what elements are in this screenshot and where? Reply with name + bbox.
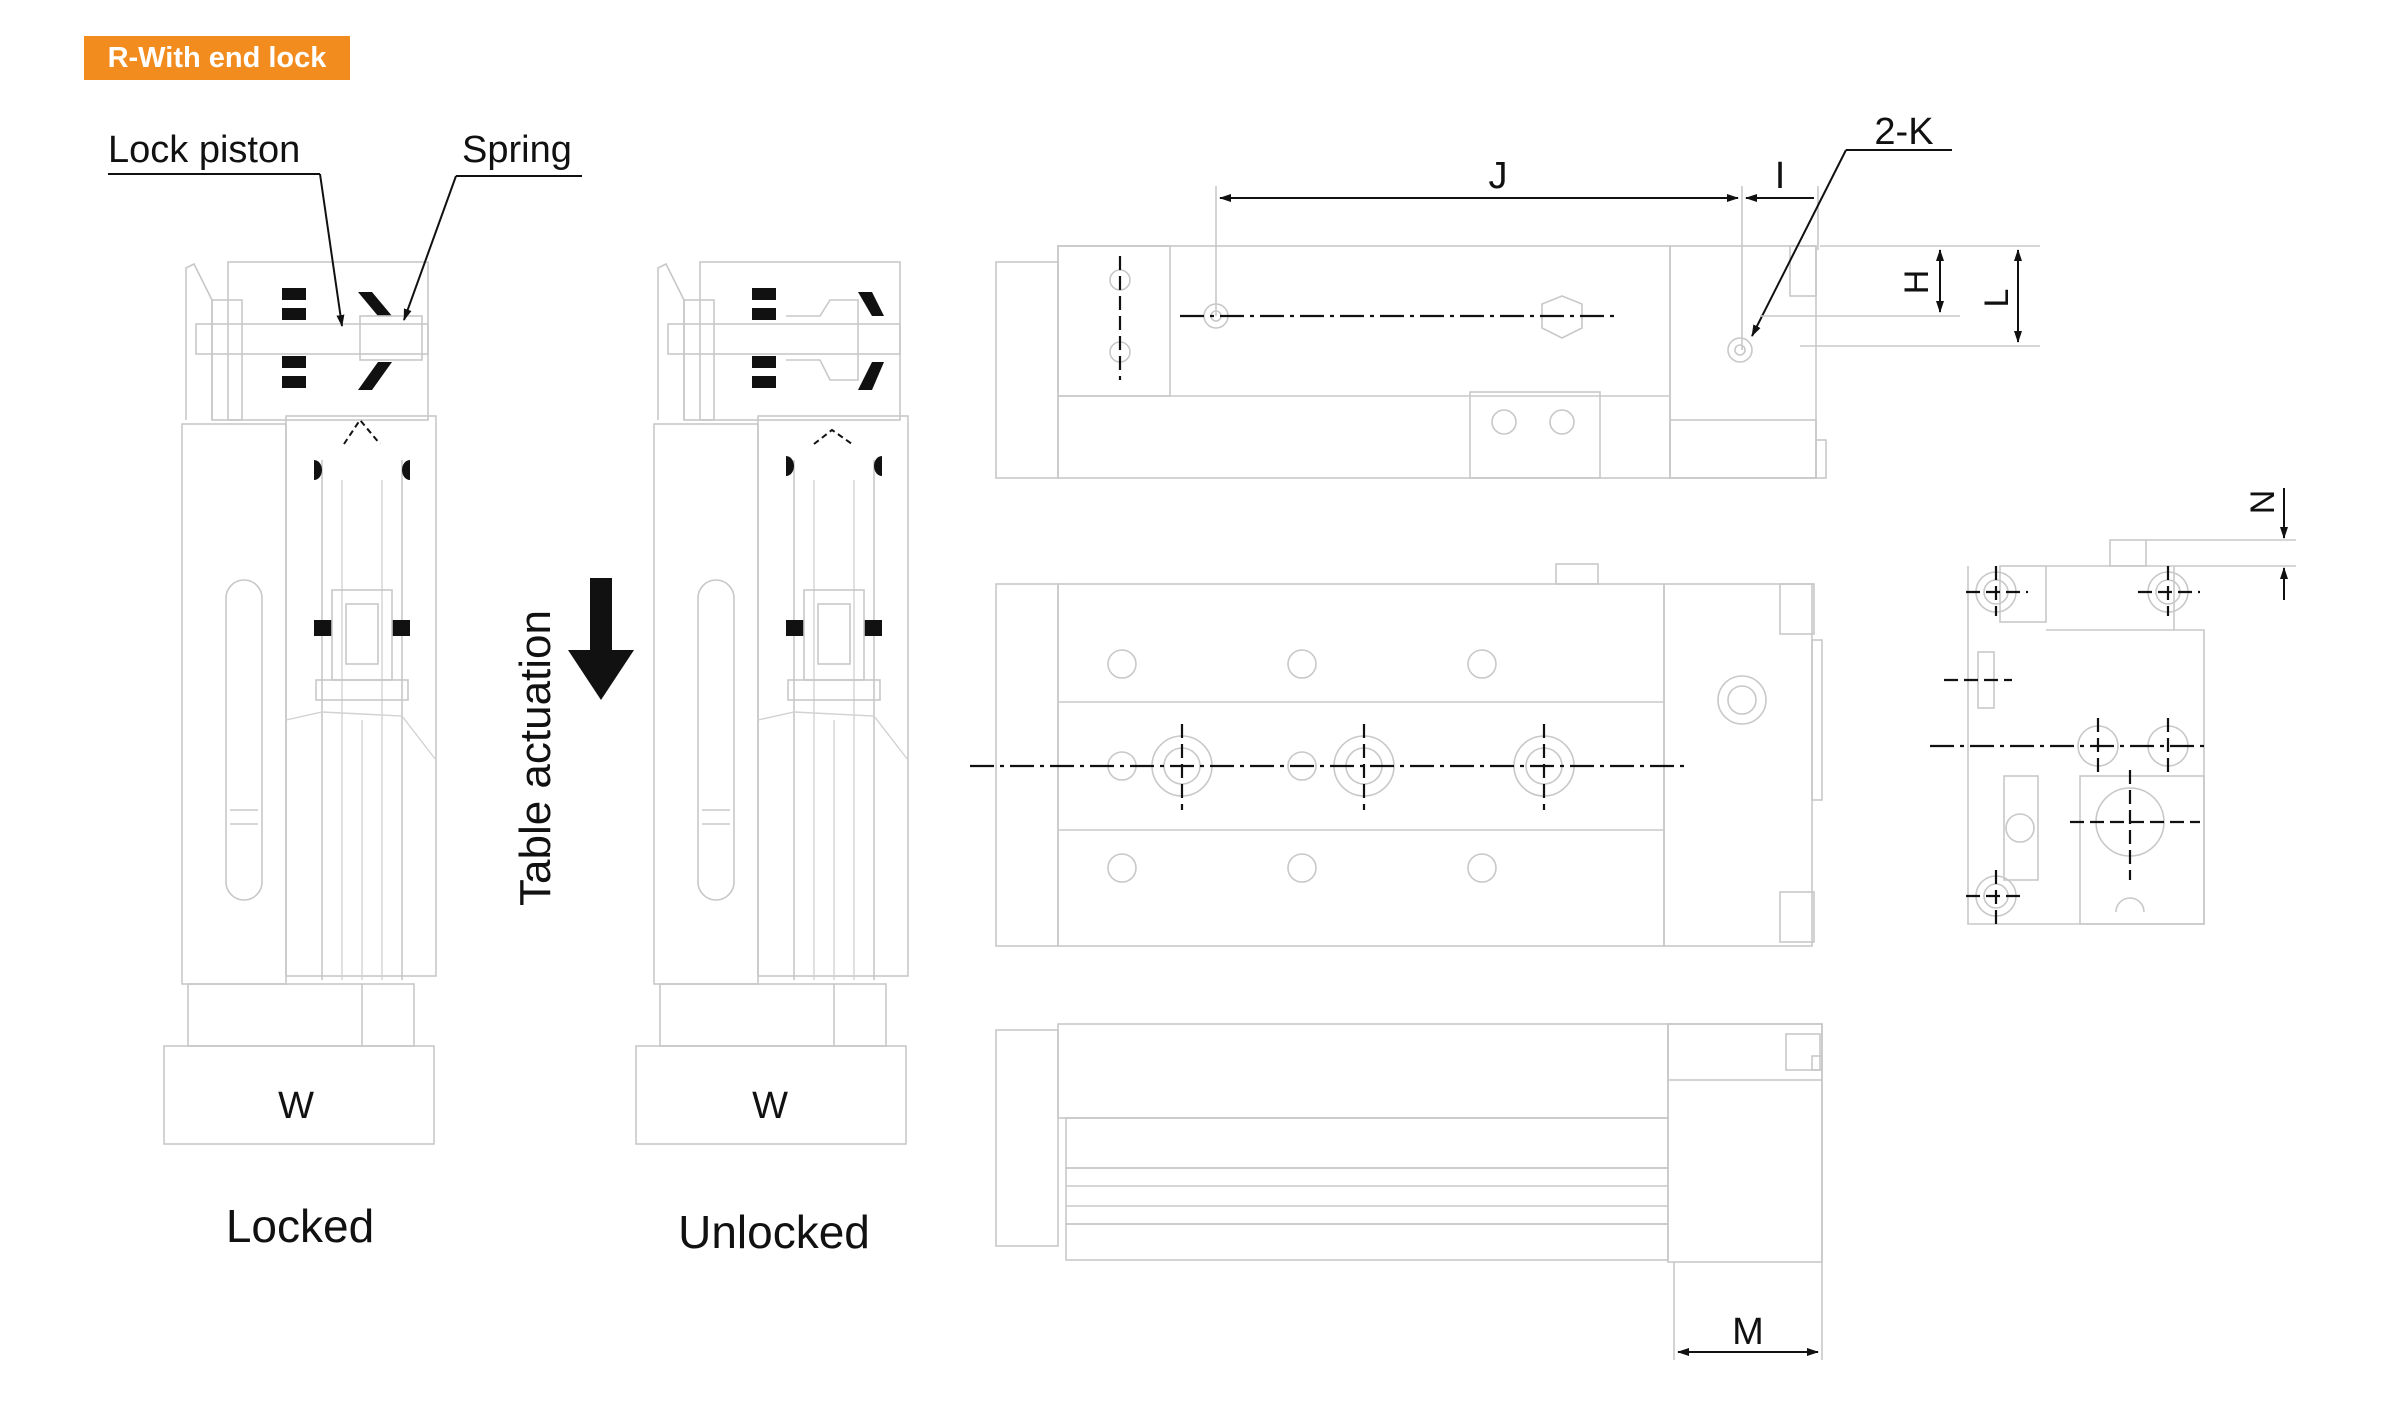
unlocked-view: W bbox=[635, 261, 909, 1145]
unlocked-label: Unlocked bbox=[678, 1206, 870, 1258]
dim-l-label: L bbox=[1978, 289, 2016, 308]
dim-n-label: N bbox=[2244, 490, 2282, 515]
down-arrow-icon bbox=[568, 578, 634, 700]
load-label-locked: W bbox=[278, 1085, 314, 1127]
dim-m-label: M bbox=[1732, 1311, 1764, 1353]
top-view bbox=[995, 245, 1827, 479]
side-view: M bbox=[995, 1023, 1823, 1360]
section-badge: R-With end lock bbox=[84, 36, 350, 80]
plan-view bbox=[970, 563, 1823, 947]
table-actuation-label: Table actuation bbox=[511, 610, 560, 906]
locked-view: W bbox=[163, 261, 437, 1145]
locked-label: Locked bbox=[226, 1200, 374, 1252]
lock-piston-label: Lock piston bbox=[108, 129, 300, 171]
dim-i-label: I bbox=[1775, 155, 1786, 197]
load-label-unlocked: W bbox=[752, 1085, 788, 1127]
end-view bbox=[1930, 539, 2205, 925]
dim-h-label: H bbox=[1898, 270, 1936, 295]
spring-label: Spring bbox=[462, 129, 572, 171]
dim-2k-label: 2-K bbox=[1874, 111, 1933, 153]
dim-j-label: J bbox=[1489, 155, 1508, 197]
